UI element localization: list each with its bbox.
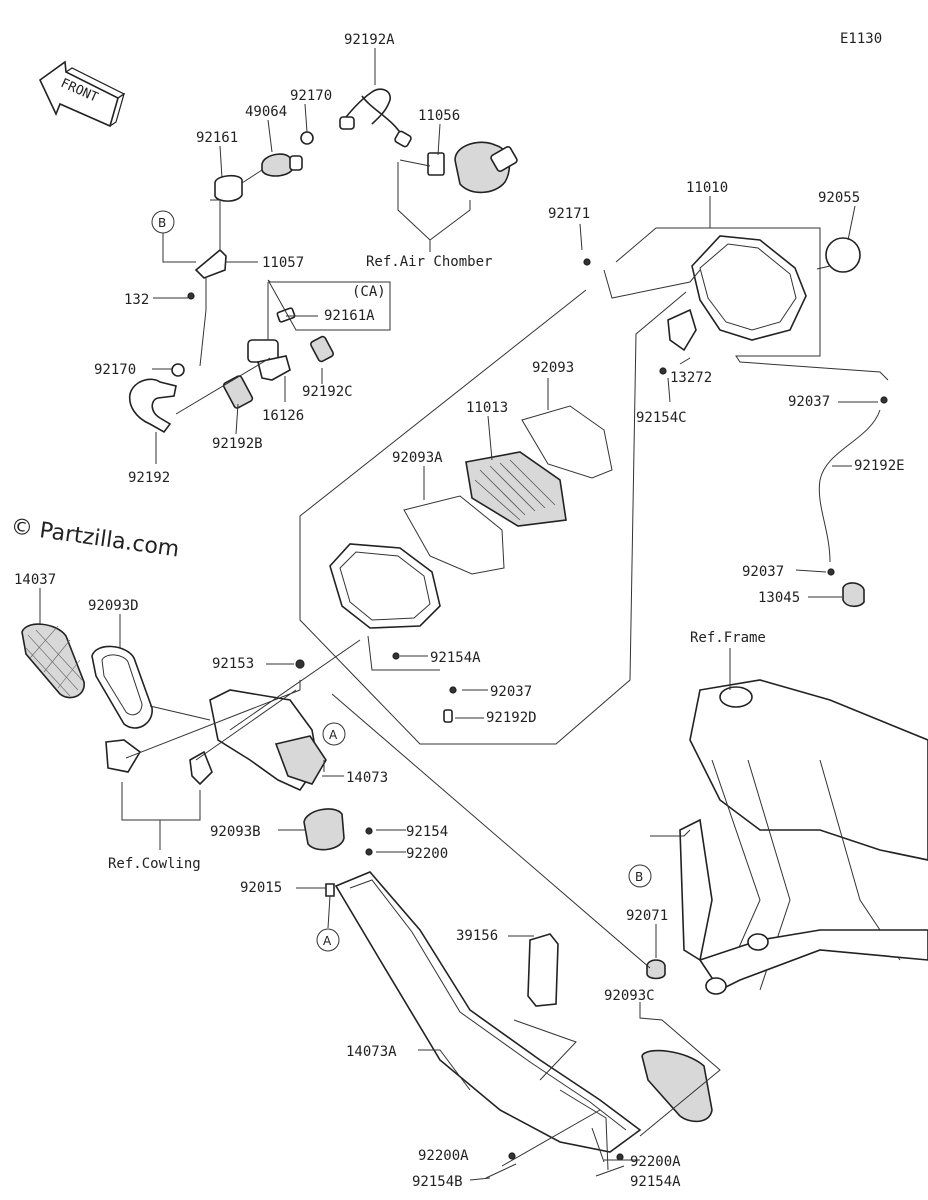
label-92200a-left: 92200A [418,1148,469,1164]
label-92192b: 92192B [212,436,263,452]
label-11057: 11057 [262,255,304,271]
label-92015: 92015 [240,880,282,896]
label-92192a: 92192A [344,32,395,48]
label-92161: 92161 [196,130,238,146]
label-13045: 13045 [758,590,800,606]
label-ref-frame: Ref.Frame [690,630,766,646]
label-132: 132 [124,292,149,308]
callout-b-left: B [151,210,175,234]
label-92153: 92153 [212,656,254,672]
label-92154: 92154 [406,824,448,840]
svg-text:B: B [635,870,643,884]
watermark: © Partzilla.com [9,514,181,562]
label-ca: (CA) [352,284,386,300]
front-arrow-icon: FRONT [38,60,126,128]
label-92170-top: 92170 [290,88,332,104]
label-11010: 11010 [686,180,728,196]
label-92171: 92171 [548,206,590,222]
label-92093a: 92093A [392,450,443,466]
callout-b-right: B [628,864,652,888]
long-duct-assembly [334,871,713,1179]
label-92200: 92200 [406,846,448,862]
label-92161a: 92161A [324,308,375,324]
svg-text:B: B [158,216,166,230]
callout-a-top: A [322,722,346,746]
frame-assembly [646,679,928,995]
label-92192d: 92192D [486,710,537,726]
label-ref-cowling: Ref.Cowling [108,856,201,872]
svg-text:A: A [323,934,332,948]
label-92170-low: 92170 [94,362,136,378]
label-92037-a: 92037 [788,394,830,410]
callout-a-low: A [316,928,340,952]
label-92154c: 92154C [636,410,687,426]
label-14037: 14037 [14,572,56,588]
label-92154a-top: 92154A [430,650,481,666]
label-ref-air-chomber: Ref.Air Chomber [366,254,492,270]
label-14073: 14073 [346,770,388,786]
label-39156: 39156 [456,928,498,944]
label-14073a: 14073A [346,1044,397,1060]
label-92200a-right: 92200A [630,1154,681,1170]
label-92093: 92093 [532,360,574,376]
label-92192e: 92192E [854,458,905,474]
label-92037-c: 92037 [490,684,532,700]
svg-text:A: A [329,728,338,742]
air-cleaner-assembly [329,235,888,723]
label-92093d: 92093D [88,598,139,614]
label-11056: 11056 [418,108,460,124]
hose-assembly-upper [187,88,518,300]
part-labels: 92192A 92170 49064 11056 92161 11057 Ref… [14,32,905,1190]
label-92154b: 92154B [412,1174,463,1190]
ca-hose-assembly [128,307,334,434]
label-92192c: 92192C [302,384,353,400]
leader-lines [39,48,889,1181]
label-16126: 16126 [262,408,304,424]
label-13272: 13272 [670,370,712,386]
label-92071: 92071 [626,908,668,924]
label-92192: 92192 [128,470,170,486]
label-92093c: 92093C [604,988,655,1004]
label-92037-b: 92037 [742,564,784,580]
diagram-code: E1130 [840,31,882,47]
label-92055: 92055 [818,190,860,206]
label-11013: 11013 [466,400,508,416]
label-92154a-bottom: 92154A [630,1174,681,1190]
label-49064: 49064 [245,104,287,120]
label-92093b: 92093B [210,824,261,840]
